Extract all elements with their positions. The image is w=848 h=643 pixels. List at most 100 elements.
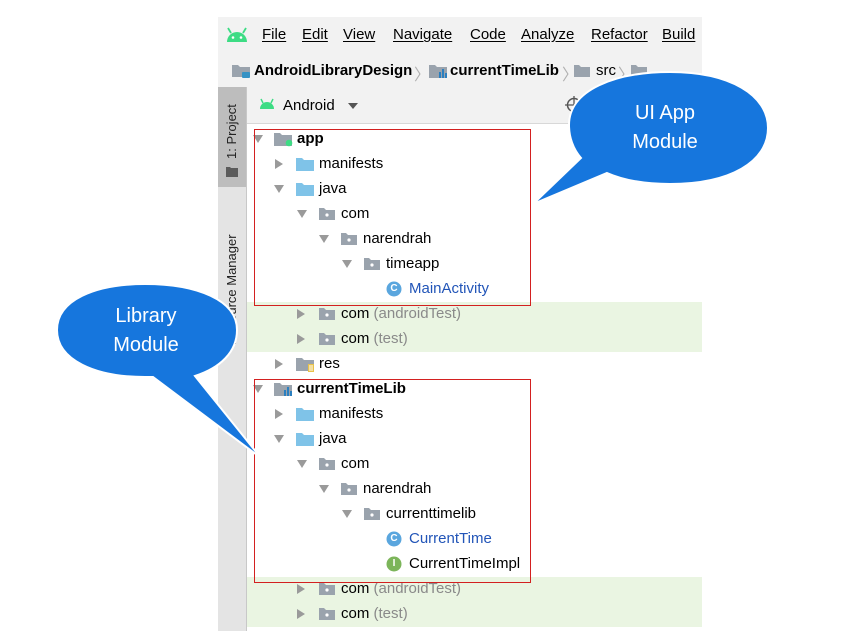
expanded-arrow-icon[interactable]	[253, 135, 263, 143]
tree-item-app[interactable]: app	[247, 127, 702, 152]
menu-bar: File Edit View Navigate Code Analyze Ref…	[218, 17, 702, 53]
menu-analyze[interactable]: Analyze	[521, 26, 575, 43]
breadcrumb-project[interactable]: AndroidLibraryDesign	[254, 62, 413, 79]
expanded-arrow-icon[interactable]	[342, 510, 352, 518]
tree-label: app	[297, 130, 324, 147]
menu-edit[interactable]: Edit	[302, 26, 328, 43]
tree-item-mainactivity[interactable]: C MainActivity	[247, 277, 702, 302]
tree-item-lib-com[interactable]: com	[247, 452, 702, 477]
package-icon	[319, 458, 335, 470]
collapsed-arrow-icon[interactable]	[297, 334, 305, 344]
tree-item-res[interactable]: res	[247, 352, 702, 377]
expanded-arrow-icon[interactable]	[297, 460, 307, 468]
tree-item-lib-com-test[interactable]: com (test)	[247, 602, 702, 627]
folder-icon	[296, 158, 314, 171]
tree-label: res	[319, 355, 340, 372]
folder-icon	[296, 433, 314, 446]
class-badge: C	[390, 283, 398, 294]
tree-item-currenttimeimpl[interactable]: I CurrentTimeImpl	[247, 552, 702, 577]
expanded-arrow-icon[interactable]	[342, 260, 352, 268]
tree-item-app-java[interactable]: java	[247, 177, 702, 202]
class-icon	[386, 531, 402, 547]
breadcrumb-src[interactable]: src	[596, 62, 616, 79]
menu-view[interactable]: View	[343, 26, 376, 43]
menu-navigate[interactable]: Navigate	[393, 26, 453, 43]
app-module-highlight-box	[254, 129, 531, 306]
tree-label: manifests	[319, 405, 384, 422]
expanded-arrow-icon[interactable]	[274, 435, 284, 443]
expanded-arrow-icon[interactable]	[253, 385, 263, 393]
folder-icon	[574, 65, 590, 77]
collapsed-arrow-icon[interactable]	[275, 359, 283, 369]
interface-icon	[386, 556, 402, 572]
tree-label: com (test)	[341, 330, 408, 347]
tree-label: CurrentTimeImpl	[409, 555, 521, 572]
tree-label: narendrah	[363, 230, 432, 247]
resource-folder-icon	[296, 358, 314, 372]
ui-app-module-callout	[532, 70, 770, 205]
tree-item-app-manifests[interactable]: manifests	[247, 152, 702, 177]
package-icon	[319, 583, 335, 595]
tree-item-app-com[interactable]: com	[247, 202, 702, 227]
tree-item-app-com-androidtest[interactable]: com (androidTest)	[247, 302, 702, 327]
package-icon	[319, 333, 335, 345]
expanded-arrow-icon[interactable]	[319, 485, 329, 493]
tree-label: com (androidTest)	[341, 580, 462, 597]
tree-item-lib-com-androidtest[interactable]: com (androidTest)	[247, 577, 702, 602]
package-icon	[319, 608, 335, 620]
tree-item-lib-manifests[interactable]: manifests	[247, 402, 702, 427]
library-module-callout-text: Library Module	[113, 305, 179, 356]
folder-icon	[296, 408, 314, 421]
expanded-arrow-icon[interactable]	[274, 185, 284, 193]
tree-item-currenttime[interactable]: C CurrentTime	[247, 527, 702, 552]
package-icon	[341, 483, 357, 495]
tree-item-app-narendrah[interactable]: narendrah	[247, 227, 702, 252]
tree-item-currenttimelib[interactable]: currentTimeLib	[247, 377, 702, 402]
package-icon	[341, 233, 357, 245]
tree-label: com (test)	[341, 605, 408, 622]
menu-build[interactable]: Build	[662, 26, 696, 43]
menu-code[interactable]: Code	[470, 26, 506, 43]
collapsed-arrow-icon[interactable]	[297, 609, 305, 619]
library-module-callout	[55, 282, 262, 459]
library-module-icon	[274, 383, 292, 396]
android-view-icon	[260, 98, 274, 109]
library-module-icon	[429, 65, 447, 78]
tree-item-app-timeapp[interactable]: timeapp	[247, 252, 702, 277]
breadcrumb-module[interactable]: currentTimeLib	[450, 62, 559, 79]
tab-project-label: 1: Project	[224, 104, 239, 159]
collapsed-arrow-icon[interactable]	[275, 159, 283, 169]
class-icon	[386, 281, 402, 297]
collapsed-arrow-icon[interactable]	[297, 584, 305, 594]
collapsed-arrow-icon[interactable]	[297, 309, 305, 319]
tree-item-lib-java[interactable]: java	[247, 427, 702, 452]
app-module-icon	[274, 133, 293, 147]
breadcrumb: AndroidLibraryDesign 〉 currentTimeLib 〉 …	[218, 53, 702, 87]
tree-label: narendrah	[363, 480, 432, 497]
menu-refactor[interactable]: Refactor	[591, 26, 648, 43]
tree-label: timeapp	[386, 255, 440, 272]
project-folder-icon	[232, 65, 250, 78]
ui-app-module-callout-text: UI App Module	[632, 102, 698, 153]
tree-item-app-com-test[interactable]: com (test)	[247, 327, 702, 352]
package-icon	[364, 508, 380, 520]
tree-label: com (androidTest)	[341, 305, 462, 322]
tree-item-lib-narendrah[interactable]: narendrah	[247, 477, 702, 502]
tree-label: manifests	[319, 155, 384, 172]
package-icon	[319, 208, 335, 220]
tree-label: currentTimeLib	[297, 380, 406, 397]
folder-icon	[296, 183, 314, 196]
expanded-arrow-icon[interactable]	[319, 235, 329, 243]
tree-label: java	[319, 180, 347, 197]
view-selector[interactable]: Android	[283, 97, 335, 114]
menu-file[interactable]: File	[262, 26, 287, 43]
tab-project[interactable]: 1: Project	[218, 87, 246, 187]
expanded-arrow-icon[interactable]	[297, 210, 307, 218]
tree-label: com	[341, 205, 370, 222]
project-panel: Android app manifests	[247, 87, 702, 631]
collapsed-arrow-icon[interactable]	[275, 409, 283, 419]
tree-item-lib-currenttimelib[interactable]: currenttimelib	[247, 502, 702, 527]
library-module-highlight-box	[254, 379, 531, 583]
chevron-down-icon[interactable]	[348, 103, 358, 109]
tree-label: CurrentTime	[409, 530, 492, 547]
